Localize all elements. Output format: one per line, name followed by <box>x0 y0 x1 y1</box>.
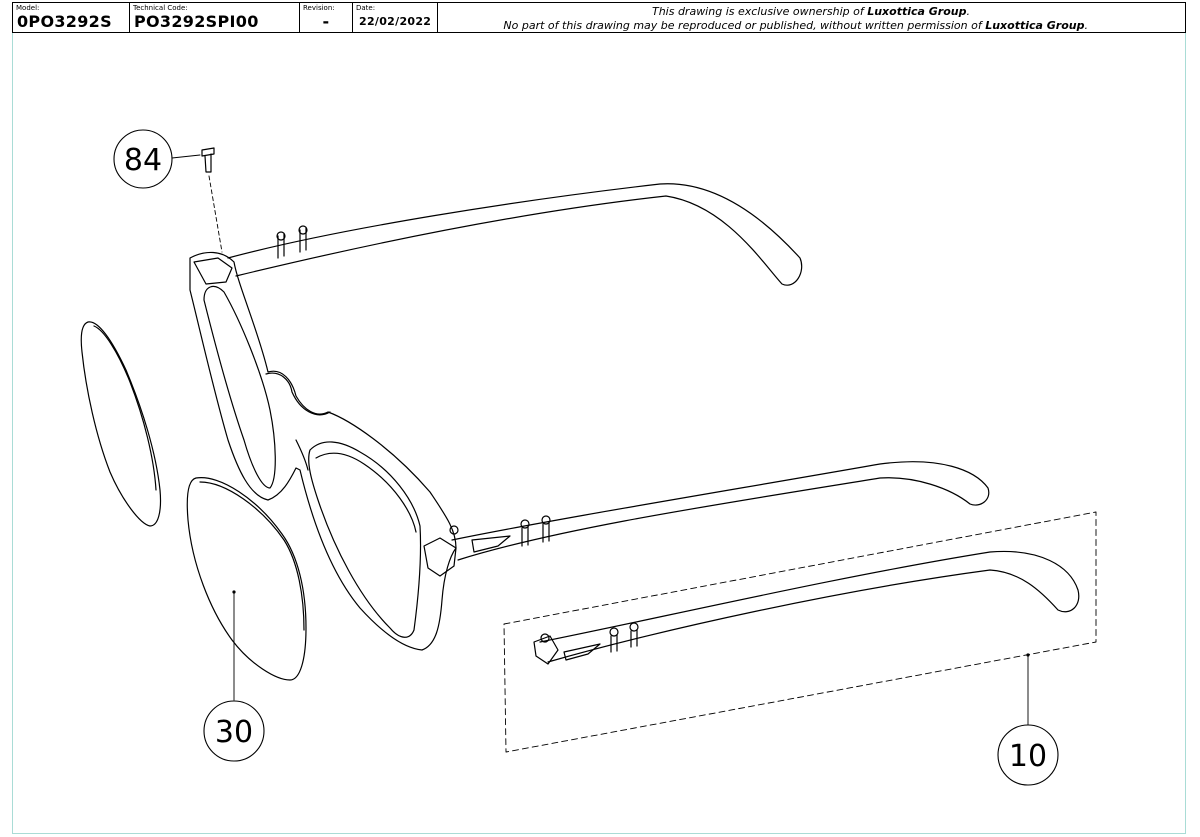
revision-value: - <box>322 12 330 31</box>
callout-screw-label: 84 <box>124 143 162 178</box>
date-value: 22/02/2022 <box>359 15 432 28</box>
callout-temple: 10 <box>997 724 1059 786</box>
ownership-notice-line-1: This drawing is exclusive ownership of L… <box>652 5 970 18</box>
screw-axis-line <box>208 175 223 253</box>
model-value: 0PO3292S <box>17 12 112 31</box>
near-temple-arm <box>449 461 990 561</box>
callout-lens: 30 <box>203 700 265 762</box>
far-temple-arm <box>227 183 803 286</box>
technical-code-value: PO3292SPI00 <box>134 12 259 31</box>
notice-line1-prefix: This drawing is exclusive ownership of <box>651 5 864 18</box>
title-block: Model: 0PO3292S Technical Code: PO3292SP… <box>12 2 1186 33</box>
notice-line2-company: Luxottica Group <box>985 19 1085 32</box>
ownership-notice-cell: This drawing is exclusive ownership of L… <box>437 2 1186 33</box>
callout-temple-circle <box>997 724 1059 786</box>
notice-line2-prefix: No part of this drawing may be reproduce… <box>503 19 982 32</box>
ownership-notice-line-2: No part of this drawing may be reproduce… <box>503 19 1088 32</box>
date-label: Date: <box>356 4 376 12</box>
revision-label: Revision: <box>303 4 335 12</box>
callout-screw: 84 <box>113 129 173 189</box>
front-frame <box>189 251 457 651</box>
spare-lens-front <box>186 477 307 681</box>
spare-lens-back <box>80 321 162 527</box>
model-label: Model: <box>16 4 40 12</box>
notice-line1-suffix: . <box>966 5 971 18</box>
replacement-temple <box>503 511 1097 753</box>
notice-line2-suffix: . <box>1084 19 1089 32</box>
callout-lens-circle <box>203 700 265 762</box>
leader-lines <box>171 154 1029 727</box>
notice-line1-company: Luxottica Group <box>867 5 967 18</box>
callout-lens-label: 30 <box>215 715 253 750</box>
hinge-screw <box>201 147 215 173</box>
callout-screw-circle <box>113 129 173 189</box>
leader-line-screw <box>171 154 201 159</box>
leader-dot-temple <box>1026 653 1030 657</box>
technical-code-label: Technical Code: <box>133 4 188 12</box>
callout-temple-label: 10 <box>1009 739 1047 774</box>
leader-dot-lens <box>232 590 236 594</box>
